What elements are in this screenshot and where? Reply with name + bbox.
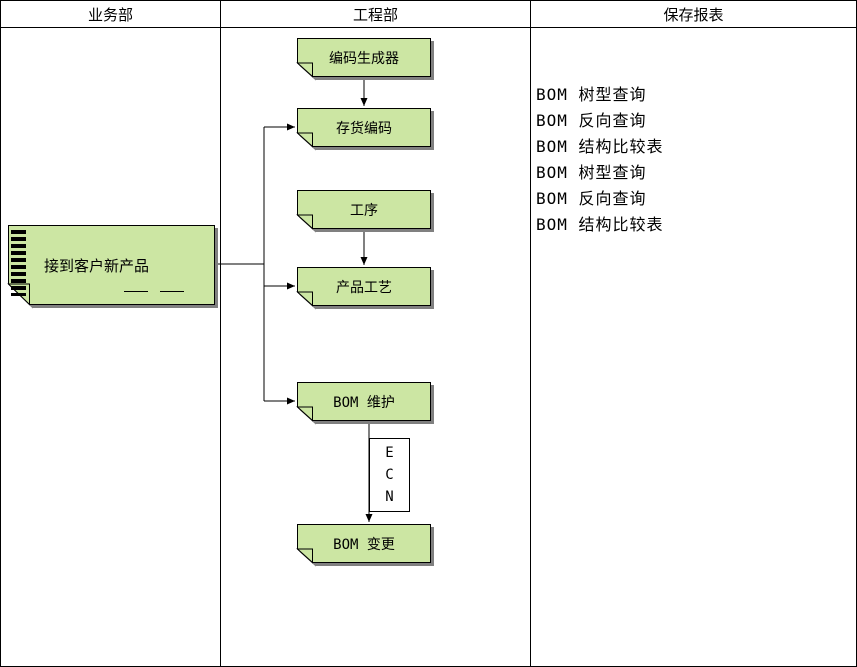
column-header-label: 工程部: [352, 7, 398, 24]
column-divider: [220, 1, 221, 666]
report-item: BOM 反向查询: [536, 111, 647, 130]
spiral-binding-icon: [11, 230, 26, 296]
report-item: BOM 结构比较表: [536, 215, 664, 234]
doc-outline: [8, 225, 215, 305]
report-item: BOM 树型查询: [536, 85, 647, 104]
source-doc-new-product: 接到客户新产品: [7, 225, 216, 306]
flow-node-label: 编码生成器: [329, 50, 399, 67]
document-shape: [296, 190, 431, 230]
column-header-label: 保存报表: [663, 7, 724, 24]
flow-node-label: BOM 维护: [333, 394, 395, 411]
ecn-box: E C N: [369, 438, 410, 512]
flow-node-label: BOM 变更: [333, 536, 395, 553]
flow-node-code-generator: 编码生成器: [296, 38, 431, 78]
flow-node-product-routing: 产品工艺: [296, 267, 431, 307]
flow-node-label: 产品工艺: [336, 279, 392, 296]
fold-corner: [296, 548, 313, 564]
flow-node-inventory-code: 存货编码: [296, 108, 431, 148]
document-shape: [296, 38, 431, 78]
doc-outline: [297, 382, 431, 421]
fold-corner: [296, 214, 313, 230]
doc-outline: [297, 190, 431, 229]
report-item: BOM 反向查询: [536, 189, 647, 208]
column-header-saved-reports: 保存报表: [531, 1, 856, 28]
flow-node-label: 存货编码: [336, 120, 392, 137]
flow-node-label: 工序: [350, 202, 378, 219]
column-header-label: 业务部: [87, 7, 133, 24]
fold-corner: [296, 62, 313, 78]
flow-node-process: 工序: [296, 190, 431, 230]
ecn-letter: C: [385, 467, 394, 483]
document-shape: [296, 108, 431, 148]
report-item: BOM 树型查询: [536, 163, 647, 182]
flow-node-bom-change: BOM 变更: [296, 524, 431, 564]
column-header-business-dept: 业务部: [1, 1, 220, 28]
ecn-letter: N: [385, 489, 394, 505]
fold-corner: [296, 406, 313, 422]
blank-line: [160, 291, 184, 292]
document-shape: [296, 267, 431, 307]
document-shape: [296, 524, 431, 564]
report-item: BOM 结构比较表: [536, 137, 664, 156]
column-divider: [530, 1, 531, 666]
blank-line: [124, 291, 148, 292]
flow-node-bom-maintain: BOM 维护: [296, 382, 431, 422]
doc-outline: [297, 108, 431, 147]
doc-outline: [297, 267, 431, 306]
document-shape: [296, 382, 431, 422]
report-list: BOM 树型查询 BOM 反向查询 BOM 结构比较表 BOM 树型查询 BOM…: [536, 82, 664, 238]
source-doc-label: 接到客户新产品: [44, 257, 150, 275]
column-header-engineering-dept: 工程部: [221, 1, 530, 28]
doc-outline: [297, 38, 431, 77]
doc-outline: [297, 524, 431, 563]
fold-corner: [296, 291, 313, 307]
fold-corner: [296, 132, 313, 148]
ecn-letter: E: [385, 445, 394, 461]
